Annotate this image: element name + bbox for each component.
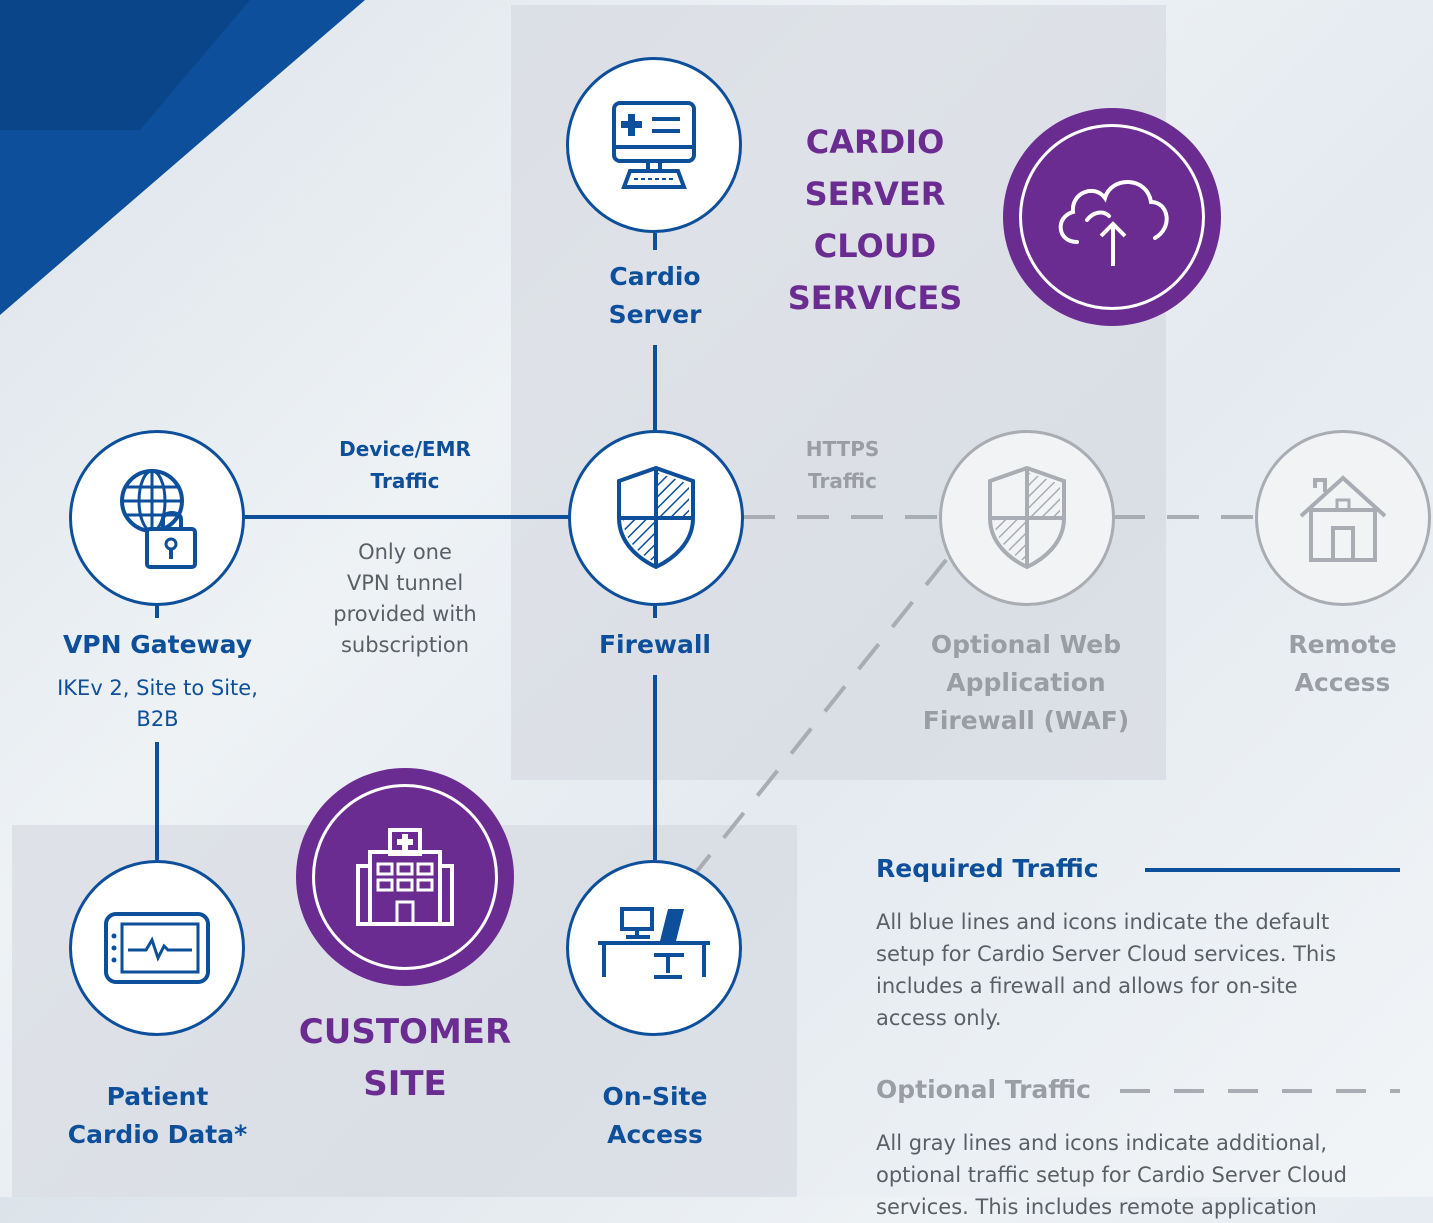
shield-icon: [988, 465, 1066, 570]
legend-optional-title: Optional Traffic: [876, 1075, 1091, 1104]
legend-optional-text: All gray lines and icons indicate additi…: [876, 1131, 1348, 1219]
vpn-tunnel-note: Only one VPN tunnel provided with subscr…: [333, 540, 477, 657]
cloud-badge: [1003, 108, 1221, 326]
globe-lock-icon: [120, 469, 197, 569]
line-onsite-waf: [688, 553, 952, 882]
monitor-icon: [612, 101, 696, 189]
device-emr-traffic-label: Device/EMR Traffic: [339, 437, 471, 493]
firewall-label: Firewall: [598, 630, 712, 659]
cardio-server-label: Cardio Server: [608, 262, 702, 329]
onsite-access-node: [566, 860, 742, 1036]
waf-label: Optional Web Application Firewall (WAF): [922, 630, 1130, 735]
onsite-access-label: On-Site Access: [602, 1082, 708, 1149]
https-traffic-label: HTTPS Traffic: [805, 437, 880, 493]
firewall-node: [568, 430, 744, 606]
vpn-gateway-node: [69, 430, 245, 606]
vpn-gateway-label: VPN Gateway: [62, 630, 253, 659]
hospital-icon: [356, 828, 454, 926]
shield-icon: [617, 465, 695, 570]
patient-data-node: [69, 860, 245, 1036]
house-icon: [1299, 475, 1387, 562]
corner-decoration: [0, 0, 365, 315]
ecg-monitor-icon: [104, 912, 210, 984]
cardio-server-node: [566, 57, 742, 233]
remote-access-node: [1255, 430, 1431, 606]
cloud-upload-icon: [1058, 180, 1169, 266]
desk-icon: [598, 907, 710, 979]
cloud-services-title: CARDIO SERVER CLOUD SERVICES: [787, 123, 963, 317]
legend-required-text: All blue lines and icons indicate the de…: [876, 910, 1337, 1030]
customer-site-badge: [296, 768, 514, 986]
customer-site-title: CUSTOMER SITE: [298, 1012, 512, 1104]
waf-node: [939, 430, 1115, 606]
patient-data-label: Patient Cardio Data*: [67, 1082, 248, 1149]
legend-required-title: Required Traffic: [876, 854, 1099, 883]
vpn-gateway-sublabel: IKEv 2, Site to Site, B2B: [57, 676, 258, 731]
connection-lines: [155, 233, 1400, 1093]
remote-access-label: Remote Access: [1288, 630, 1397, 697]
